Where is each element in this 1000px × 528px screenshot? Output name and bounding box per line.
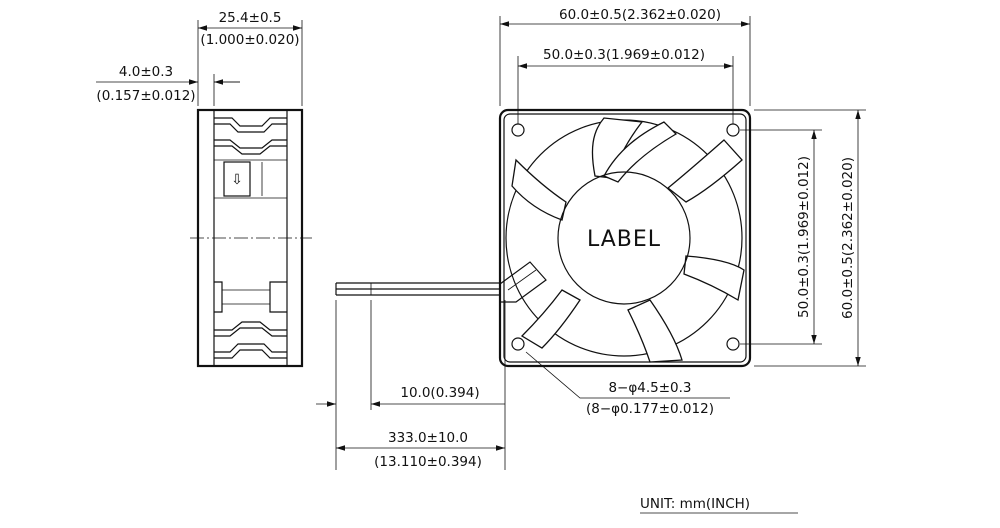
overall-width-dimension: 60.0±0.5(2.362±0.020) (559, 7, 721, 23)
thickness-dimension: 25.4±0.5 (219, 10, 282, 26)
hole-spacing-height-dimension: 50.0±0.3(1.969±0.012) (796, 156, 812, 318)
wire-length-dimension: 333.0±10.0 (388, 430, 468, 446)
mounting-hole (726, 123, 740, 137)
unit-note: UNIT: mm(INCH) (640, 496, 750, 512)
mounting-hole (726, 337, 740, 351)
flange-dimension: 4.0±0.3 (119, 64, 173, 80)
thickness-dimension-inch: (1.000±0.020) (200, 32, 299, 48)
wire-strip-dimension: 10.0(0.394) (400, 385, 479, 401)
airflow-arrow-icon: ⇩ (231, 172, 243, 188)
label-area: LABEL (587, 227, 661, 252)
front-view-dimensions (499, 16, 866, 399)
wire-length-dimension-inch: (13.110±0.394) (374, 454, 482, 470)
mounting-hole (511, 337, 525, 351)
side-view (190, 108, 312, 368)
flange-dimension-inch: (0.157±0.012) (96, 88, 195, 104)
mounting-holes-dimension-inch: (8−φ0.177±0.012) (586, 401, 714, 417)
front-view (498, 108, 752, 368)
fan-hub (557, 171, 691, 305)
side-view-dimensions (96, 20, 303, 106)
lead-wire (316, 282, 506, 470)
overall-height-dimension: 60.0±0.5(2.362±0.020) (840, 157, 856, 319)
fan-blades (511, 117, 745, 363)
mounting-hole (511, 123, 525, 137)
mounting-holes-dimension: 8−φ4.5±0.3 (608, 380, 691, 396)
hole-spacing-width-dimension: 50.0±0.3(1.969±0.012) (543, 47, 705, 63)
